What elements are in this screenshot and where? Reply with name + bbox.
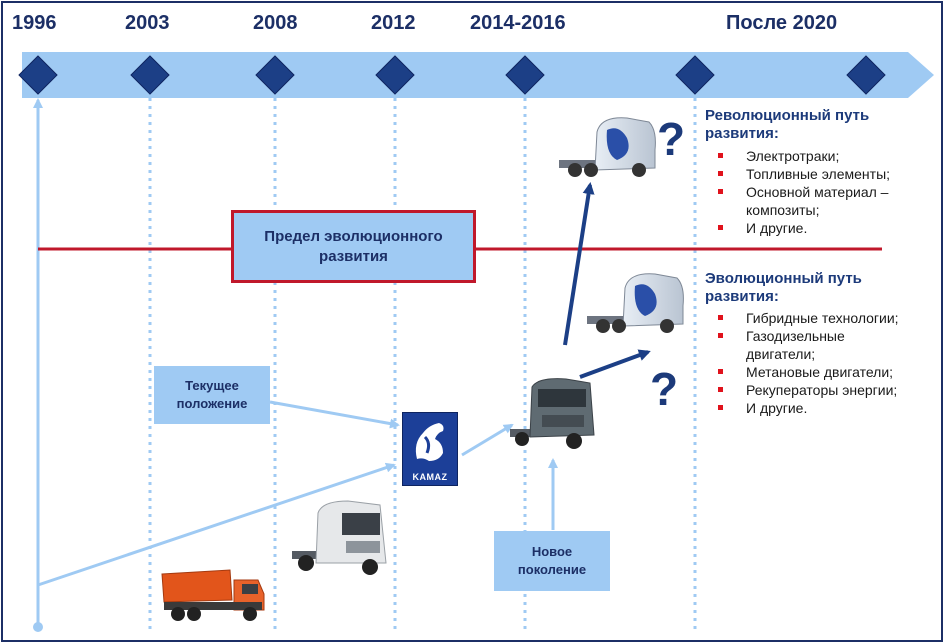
evolutionary-title-line1: Эволюционный путь — [705, 270, 862, 287]
bullet-icon — [718, 189, 723, 194]
revolutionary-title-line1: Революционный путь — [705, 107, 870, 124]
timeline-band — [22, 52, 934, 98]
bullet-icon — [718, 333, 723, 338]
year-2008: 2008 — [253, 12, 298, 34]
kamaz-horse-icon — [415, 423, 444, 461]
concept-truck-revolution — [559, 117, 656, 177]
list-item: Топливные элементы; — [718, 165, 928, 183]
evolution-limit-box: Предел эволюционного развития — [231, 210, 476, 283]
logo-to-truck-arrow — [461, 423, 514, 457]
bullet-icon — [718, 225, 723, 230]
new-generation-line1: Новое — [531, 544, 573, 559]
list-item: Рекуператоры энергии; — [718, 381, 933, 399]
revolutionary-list: Электротраки; Топливные элементы; Основн… — [718, 147, 928, 237]
evolutionary-title-line2: развития: — [705, 288, 779, 305]
year-1996: 1996 — [12, 12, 57, 34]
diamond-2012 — [375, 55, 415, 95]
diamond-1996 — [18, 55, 58, 95]
diamond-2014 — [505, 55, 545, 95]
list-item: Метановые двигатели; — [718, 363, 933, 381]
bullet-icon — [718, 387, 723, 392]
question-mark-evolution: ? — [650, 363, 679, 415]
kamaz-logo: KAMAZ — [402, 412, 458, 486]
current-position-arrow — [269, 400, 400, 429]
list-item: Основной материал –композиты; — [718, 183, 928, 219]
diamond-2008 — [255, 55, 295, 95]
evolution-arrow — [579, 349, 651, 379]
list-item: И другие. — [718, 219, 928, 237]
current-position-line2: положение — [176, 396, 248, 411]
diamond-2020 — [675, 55, 715, 95]
growth-arrow — [37, 462, 396, 587]
revolutionary-title-line2: развития: — [705, 125, 779, 142]
limit-box-line2: развития — [319, 247, 388, 265]
bullet-icon — [718, 315, 723, 320]
bullet-icon — [718, 153, 723, 158]
new-generation-box: Новое поколение — [494, 531, 610, 591]
question-mark-revolution: ? — [657, 113, 686, 165]
year-guides — [148, 98, 697, 630]
revolutionary-path-title: Революционный путь развития: — [705, 107, 869, 143]
list-item: И другие. — [718, 399, 933, 417]
bullet-icon — [718, 405, 723, 410]
current-position-line1: Текущее — [185, 378, 239, 393]
dump-truck-2003 — [161, 569, 265, 621]
bullet-icon — [718, 171, 723, 176]
year-2012: 2012 — [371, 12, 416, 34]
year-2014-2016: 2014-2016 — [470, 12, 566, 34]
kamaz-logo-text: KAMAZ — [412, 472, 448, 482]
year-2003: 2003 — [125, 12, 170, 34]
revolution-arrow — [563, 182, 595, 346]
new-generation-truck — [510, 378, 595, 449]
limit-box-line1: Предел эволюционного — [264, 227, 443, 245]
list-item: Гибридные технологии; — [718, 309, 933, 327]
bullet-icon — [718, 369, 723, 374]
current-position-box: Текущее положение — [154, 366, 270, 424]
year-after-2020: После 2020 — [726, 12, 838, 34]
list-item: Электротраки; — [718, 147, 928, 165]
diamond-2003 — [130, 55, 170, 95]
concept-truck-evolution — [587, 273, 684, 333]
timeline-diamonds — [18, 55, 886, 95]
tractor-truck-2008 — [292, 500, 387, 575]
new-generation-line2: поколение — [517, 562, 587, 577]
origin-dot — [33, 622, 43, 632]
evolutionary-path-title: Эволюционный путь развития: — [705, 270, 862, 306]
diamond-end — [846, 55, 886, 95]
